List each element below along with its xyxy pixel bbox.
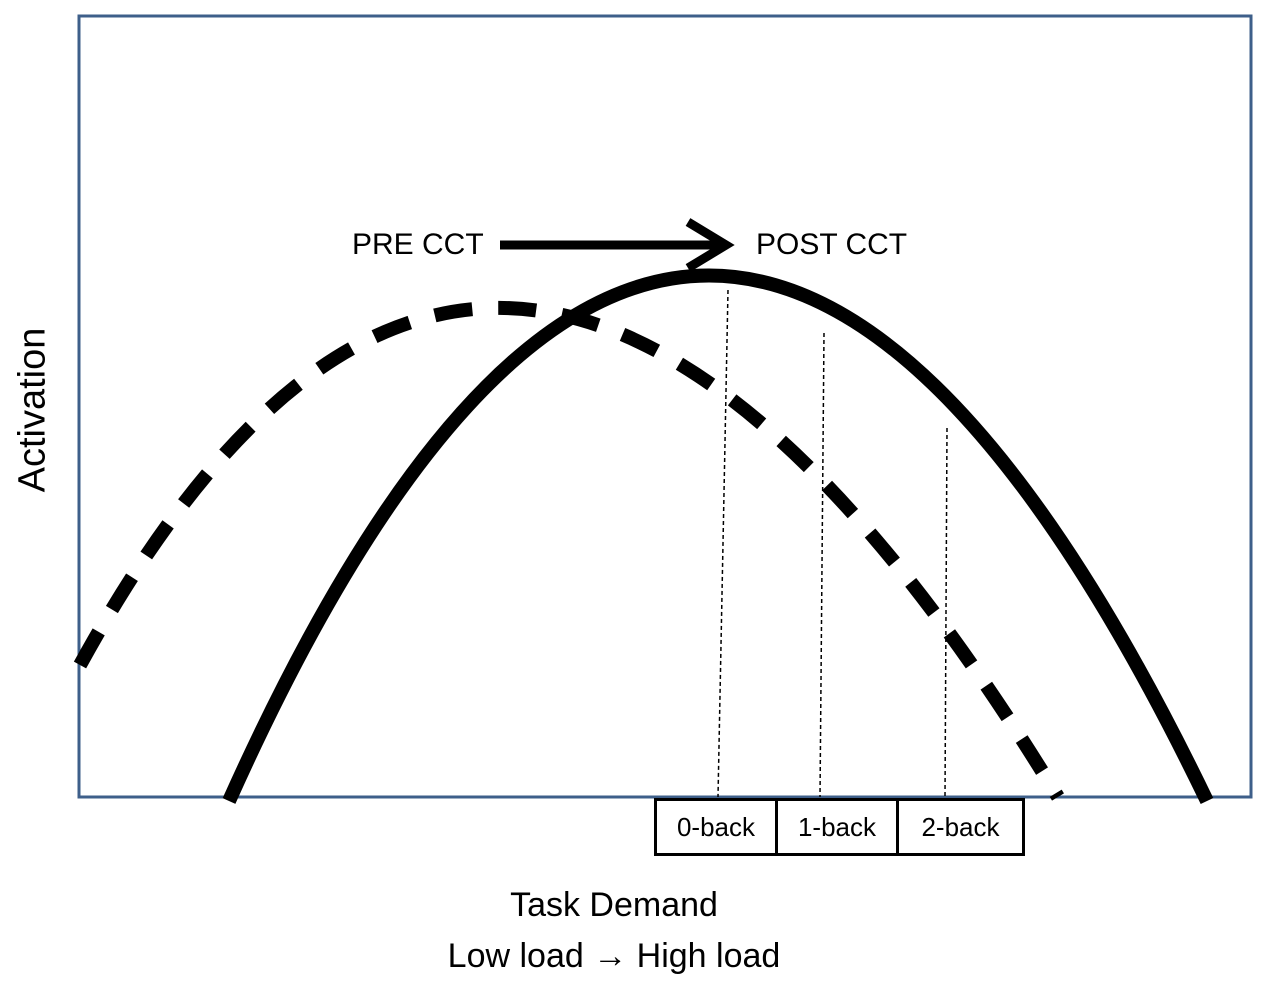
guide-line-2-back (944, 427, 948, 798)
y-axis-label: Activation (11, 327, 54, 493)
post-cct-curve (222, 268, 1214, 805)
condition-1-back: 1-back (775, 798, 899, 856)
condition-2-back: 2-back (896, 798, 1025, 856)
x-axis-title: Task Demand (510, 886, 718, 924)
guide-line-0-back (717, 289, 729, 798)
x-axis-subtitle: Low load → High load (447, 937, 781, 975)
condition-0-back: 0-back (654, 798, 778, 856)
shift-arrow-head (685, 218, 735, 272)
pre-cct-curve (73, 300, 1064, 801)
plot-frame (77, 14, 1253, 799)
pre-cct-label: PRE CCT (352, 228, 484, 261)
guide-line-1-back (819, 332, 825, 798)
post-cct-label: POST CCT (756, 228, 908, 261)
